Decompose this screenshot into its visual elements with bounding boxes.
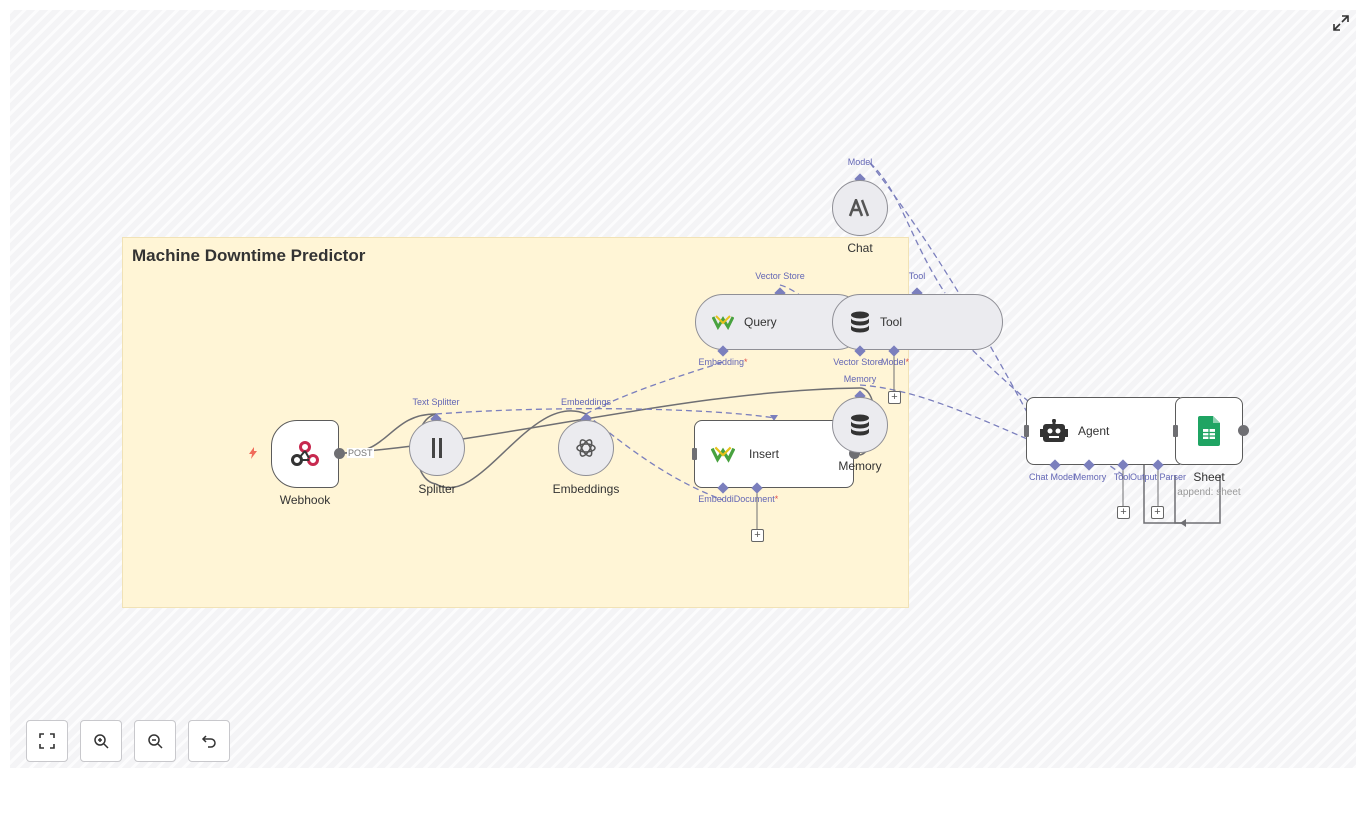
workflow-canvas[interactable]: Machine Downtime Predictor (10, 10, 1356, 768)
edge-agent-sheet (1143, 465, 1186, 524)
tool-port-top-label: Tool (908, 271, 926, 281)
memory-node[interactable] (832, 397, 888, 453)
canvas-controls (26, 720, 230, 762)
connections-layer (344, 162, 1221, 530)
webhook-output-port[interactable] (334, 448, 345, 459)
agent-add-tool-button[interactable]: + (1117, 506, 1130, 519)
memory-label: Memory (838, 459, 882, 473)
chat-port-top-label: Model (847, 157, 873, 167)
insert-add-document-button[interactable]: + (751, 529, 764, 542)
fit-view-icon (39, 733, 55, 749)
arrow-insert (770, 415, 778, 421)
zoom-out-button[interactable] (134, 720, 176, 762)
insert-input-handle[interactable] (692, 448, 697, 460)
agent-label: Agent (1078, 424, 1110, 438)
splitter-label: Splitter (418, 482, 456, 496)
tool-port-bottom-1-label: Vector Store (833, 357, 883, 367)
tool-port-bottom-2-label: Model* (880, 357, 910, 367)
webhook-method-label: POST (347, 448, 374, 458)
insert-output-port[interactable] (849, 448, 860, 459)
sheet-output-port[interactable] (1238, 425, 1249, 436)
edge-agent-sheet-loop (1174, 475, 1221, 524)
arrow-sheet (1180, 519, 1186, 527)
undo-button[interactable] (188, 720, 230, 762)
embeddings-port-label: Embeddings (560, 397, 612, 407)
splitter-node[interactable] (409, 420, 465, 476)
edge-chat-tool (869, 162, 946, 294)
splitter-port-label: Text Splitter (412, 397, 460, 407)
database-icon (851, 311, 869, 333)
insert-label: Insert (749, 447, 780, 461)
agent-node[interactable]: Agent (1026, 397, 1186, 465)
sheet-sublabel: append: sheet (1177, 487, 1241, 498)
trigger-bolt-icon (249, 447, 257, 459)
webhook-icon (291, 441, 319, 466)
chat-label: Chat (847, 241, 873, 255)
insert-node[interactable]: Insert (694, 420, 854, 488)
tool-add-model-button[interactable]: + (888, 391, 901, 404)
chat-node[interactable] (832, 180, 888, 236)
agent-add-output-parser-button[interactable]: + (1151, 506, 1164, 519)
edge-splitter-embeddings (435, 410, 587, 489)
text-splitter-icon (432, 438, 442, 458)
anthropic-icon (848, 199, 870, 217)
agent-port-label-4: Output Parser (1129, 472, 1187, 482)
webhook-node[interactable] (271, 420, 339, 488)
edge-embeddings-insert (585, 413, 724, 501)
sheet-node[interactable] (1175, 397, 1243, 465)
query-port-top-label: Vector Store (755, 271, 805, 281)
zoom-out-icon (148, 734, 163, 749)
edge-splitter-insert-document (435, 407, 776, 419)
sheet-label: Sheet (1193, 470, 1225, 484)
agent-port-label-3: Tool (1113, 472, 1131, 482)
insert-port-bottom-2-label: Document* (733, 494, 779, 504)
fit-view-button[interactable] (26, 720, 68, 762)
webhook-label: Webhook (279, 493, 331, 507)
agent-port-label-1: Chat Model (1028, 472, 1076, 482)
vector-store-icon (712, 315, 734, 330)
sticky-title: Machine Downtime Predictor (132, 246, 366, 265)
zoom-in-button[interactable] (80, 720, 122, 762)
embeddings-label: Embeddings (552, 482, 620, 496)
edge-embeddings-query (585, 361, 724, 415)
tool-node[interactable]: Tool (832, 294, 1003, 350)
openai-icon (576, 439, 596, 457)
zoom-in-icon (94, 734, 109, 749)
database-icon (851, 414, 869, 436)
robot-icon (1040, 419, 1068, 442)
agent-port-label-2: Memory (1073, 472, 1107, 482)
memory-port-top-label: Memory (843, 374, 877, 384)
expand-icon[interactable] (1332, 14, 1350, 32)
google-sheets-icon (1198, 416, 1220, 446)
agent-input-handle[interactable] (1024, 425, 1029, 437)
tool-label: Tool (880, 315, 903, 329)
insert-port-bottom-1-label: Embeddi (698, 494, 734, 504)
sheet-input-handle[interactable] (1173, 425, 1178, 437)
query-port-bottom-label: Embedding* (698, 357, 748, 367)
query-label: Query (744, 315, 777, 329)
edge-memory-agent (859, 384, 1091, 466)
embeddings-node[interactable] (558, 420, 614, 476)
undo-icon (201, 735, 216, 748)
vector-store-icon (711, 446, 735, 463)
